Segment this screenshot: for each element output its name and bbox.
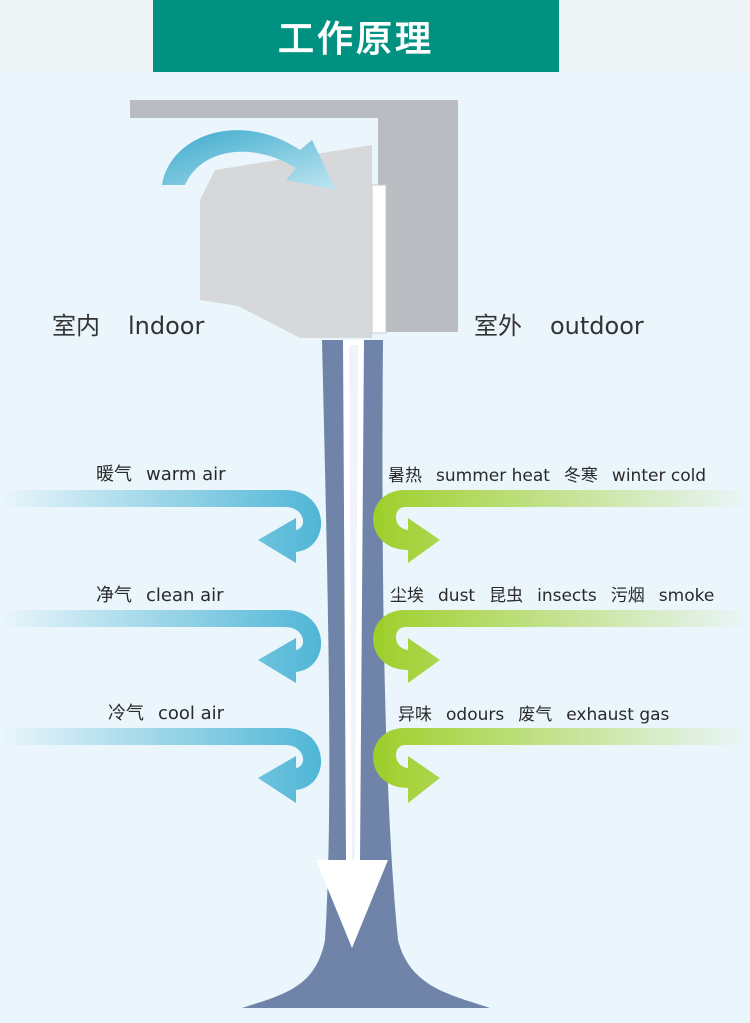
insects-en: insects (537, 586, 597, 606)
circulation-arrow (162, 130, 336, 190)
clean-air-zh: 净气 (96, 585, 132, 606)
winter-cold-zh: 冬寒 (563, 466, 598, 486)
page-title: 工作原理 (153, 0, 559, 72)
summer-heat-zh: 暑热 (388, 466, 422, 486)
odours-en: odours (446, 705, 505, 725)
dust-insects-smoke-label: 尘埃 dust 昆虫 insects 污烟 smoke (390, 581, 714, 606)
smoke-en: smoke (658, 586, 715, 606)
warm-air-zh: 暖气 (96, 464, 132, 485)
cool-air-en: cool air (158, 703, 225, 724)
outdoor-label: 室外 outdoor (474, 306, 644, 341)
dust-zh: 尘埃 (390, 586, 424, 606)
odours-exhaust-label: 异味 odours 废气 exhaust gas (398, 700, 669, 725)
duct-pipe (242, 340, 490, 1008)
smoke-zh: 污烟 (610, 586, 645, 606)
exhaust-gas-zh: 废气 (518, 705, 553, 725)
cool-air-label: 冷气 cool air (108, 699, 224, 725)
cool-air-zh: 冷气 (108, 703, 144, 724)
indoor-unit (200, 145, 372, 338)
clean-air-arrow (0, 610, 322, 683)
indoor-label-zh: 室内 (52, 312, 100, 340)
indoor-label: 室内 lndoor (52, 306, 204, 341)
warm-air-label: 暖气 warm air (96, 460, 226, 486)
insects-zh: 昆虫 (489, 586, 524, 606)
clean-air-label: 净气 clean air (96, 581, 224, 607)
wall-frame (130, 100, 458, 332)
warm-air-arrow (0, 490, 322, 563)
indoor-label-en: lndoor (128, 312, 205, 340)
exhaust-gas-en: exhaust gas (566, 705, 670, 725)
summer-heat-arrow (373, 490, 750, 563)
winter-cold-en: winter cold (611, 466, 707, 486)
odours-zh: 异味 (398, 705, 432, 725)
odours-exhaust-arrow (373, 728, 750, 803)
summer-heat-en: summer heat (436, 466, 550, 486)
outdoor-label-en: outdoor (550, 312, 644, 340)
summer-winter-label: 暑热 summer heat 冬寒 winter cold (388, 461, 706, 486)
outdoor-label-zh: 室外 (474, 312, 522, 340)
cool-air-arrow (0, 728, 322, 803)
warm-air-en: warm air (146, 464, 226, 485)
clean-air-en: clean air (146, 585, 224, 606)
dust-en: dust (438, 586, 476, 606)
wall-plate (371, 184, 387, 334)
dust-insects-smoke-arrow (373, 610, 750, 683)
